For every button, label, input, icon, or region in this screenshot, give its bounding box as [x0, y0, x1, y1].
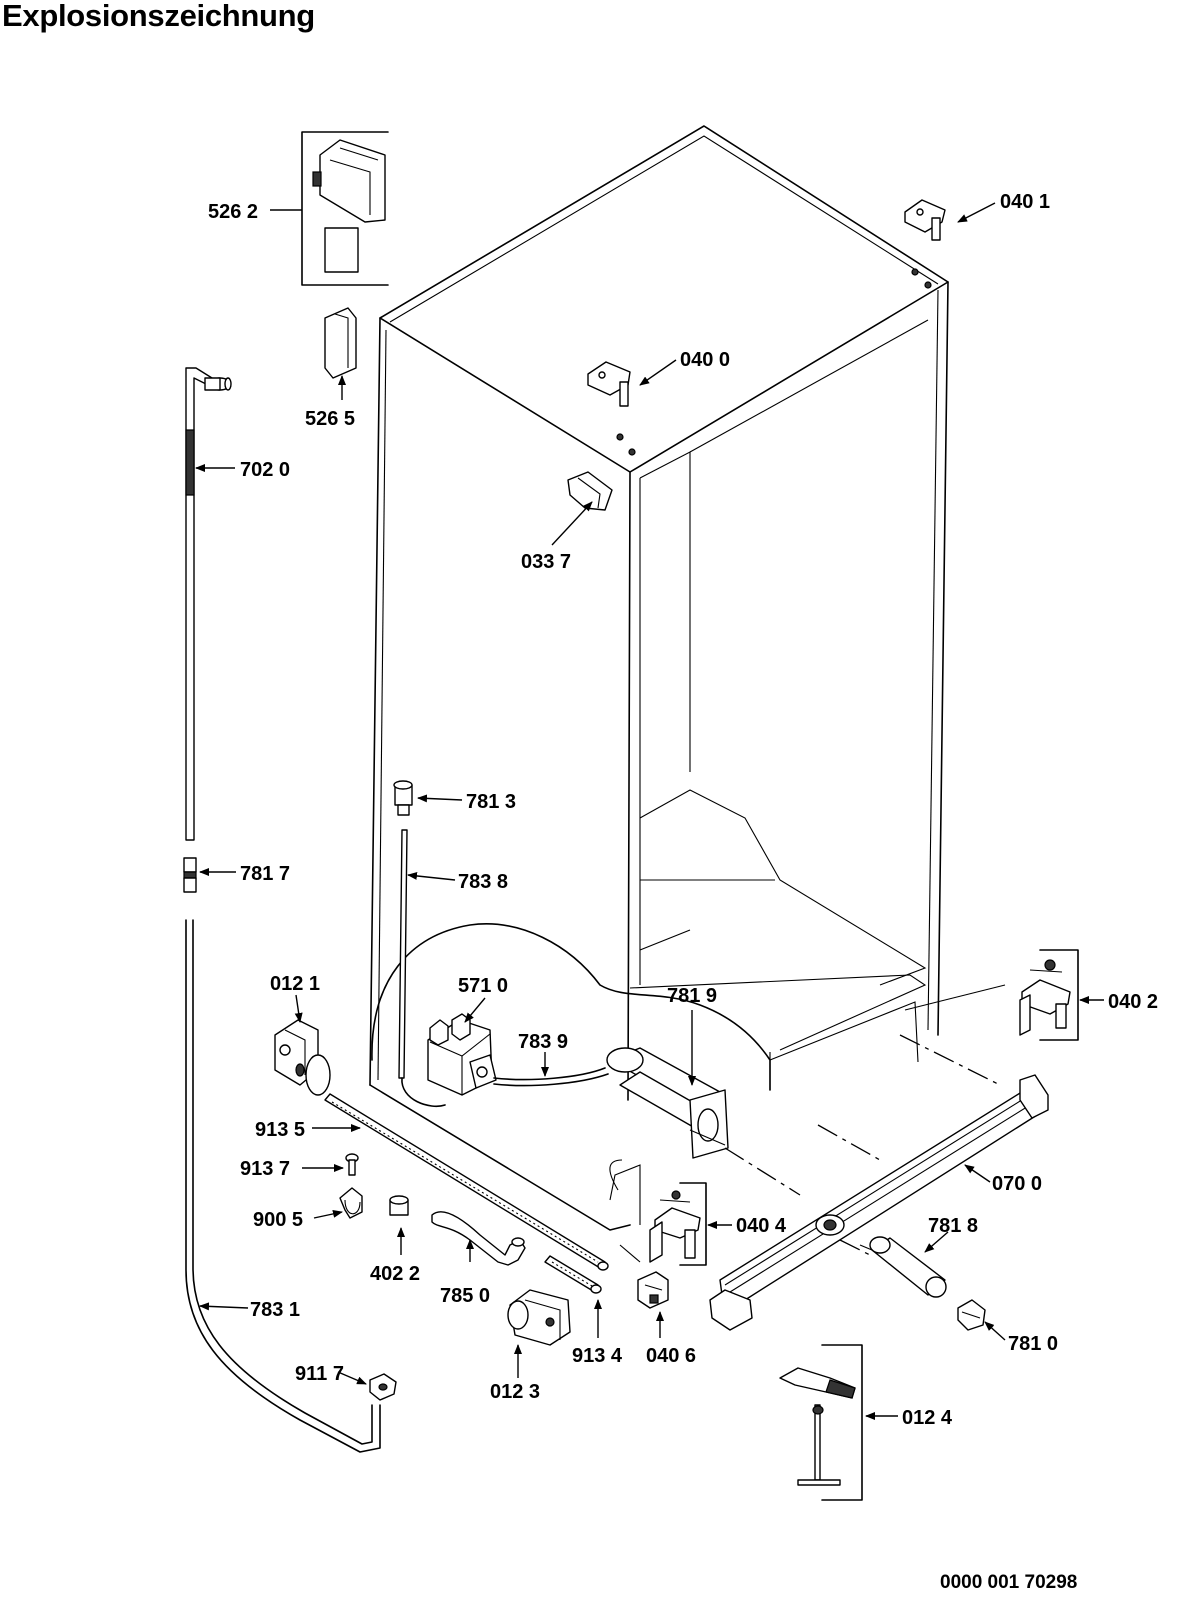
part-911-7-nut: 911 7	[295, 1363, 397, 1401]
label-702-0: 702 0	[240, 459, 290, 481]
label-070-0: 070 0	[992, 1173, 1042, 1195]
label-781-9: 781 9	[667, 985, 717, 1007]
drawing-number: 0000 001 70298	[940, 1572, 1078, 1593]
label-913-4: 913 4	[572, 1345, 623, 1367]
part-781-3-cap: 781 3	[393, 780, 516, 816]
part-913-7-screw: 913 7	[240, 1153, 359, 1180]
label-781-3: 781 3	[466, 791, 516, 813]
label-781-0: 781 0	[1008, 1333, 1058, 1355]
label-526-2: 526 2	[208, 201, 258, 223]
label-783-9: 783 9	[518, 1031, 568, 1053]
label-012-4: 012 4	[902, 1407, 953, 1429]
label-033-7: 033 7	[521, 551, 571, 573]
label-900-5: 900 5	[253, 1209, 303, 1231]
label-913-7: 913 7	[240, 1158, 290, 1180]
label-012-3: 012 3	[490, 1381, 540, 1403]
part-012-1-roller: 012 1	[270, 973, 331, 1096]
part-040-0-hinge: 040 0	[587, 349, 730, 456]
label-783-8: 783 8	[458, 871, 508, 893]
label-781-7: 781 7	[240, 863, 290, 885]
part-040-1-hinge: 040 1	[904, 191, 1050, 289]
part-785-0-hose: 785 0	[431, 1211, 526, 1307]
part-070-0-bottom-rail: 070 0	[709, 1074, 1049, 1331]
label-040-0: 040 0	[680, 349, 730, 371]
part-012-3-hinge: 012 3	[490, 1289, 571, 1403]
label-040-6: 040 6	[646, 1345, 696, 1367]
part-783-1-tube: 783 1	[185, 919, 381, 1453]
part-781-8-filter: 781 8	[859, 1215, 978, 1298]
label-783-1: 783 1	[250, 1299, 300, 1321]
label-040-1: 040 1	[1000, 191, 1050, 213]
label-785-0: 785 0	[440, 1285, 490, 1307]
label-040-2: 040 2	[1108, 991, 1158, 1013]
label-526-5: 526 5	[305, 408, 355, 430]
part-571-0-valve: 571 0	[427, 975, 508, 1096]
label-571-0: 571 0	[458, 975, 508, 997]
part-781-0-cap: 781 0	[957, 1299, 1058, 1355]
part-781-9-filter-housing: 781 9	[606, 985, 729, 1159]
part-526-2-relay: 526 2	[208, 131, 389, 286]
label-040-4: 040 4	[736, 1215, 787, 1237]
label-402-2: 402 2	[370, 1263, 420, 1285]
part-040-4-hinge: 040 4	[649, 1182, 787, 1266]
part-913-5-threaded-rod: 913 5	[255, 1093, 609, 1271]
label-913-5: 913 5	[255, 1119, 305, 1141]
part-040-6-bracket: 040 6	[637, 1271, 696, 1367]
label-012-1: 012 1	[270, 973, 320, 995]
part-040-2-hinge: 040 2	[1019, 949, 1158, 1041]
part-783-9-hose: 783 9	[493, 1031, 609, 1087]
part-526-5-cover: 526 5	[305, 307, 357, 430]
part-900-5-clip: 900 5	[253, 1187, 363, 1231]
part-913-4-screw: 913 4	[544, 1255, 623, 1367]
part-012-4-tools: 012 4	[779, 1344, 953, 1501]
page-title: Explosionszeichnung	[2, 0, 315, 33]
part-402-2-plug: 402 2	[370, 1195, 420, 1285]
part-702-0-tube: 702 0	[185, 367, 290, 841]
label-911-7: 911 7	[295, 1363, 344, 1385]
label-781-8: 781 8	[928, 1215, 978, 1237]
part-783-8-tube: 783 8	[398, 829, 508, 1107]
part-781-7-connector: 781 7	[183, 857, 290, 893]
part-033-7-clip: 033 7	[521, 471, 613, 573]
cabinet-body	[369, 125, 1006, 1231]
